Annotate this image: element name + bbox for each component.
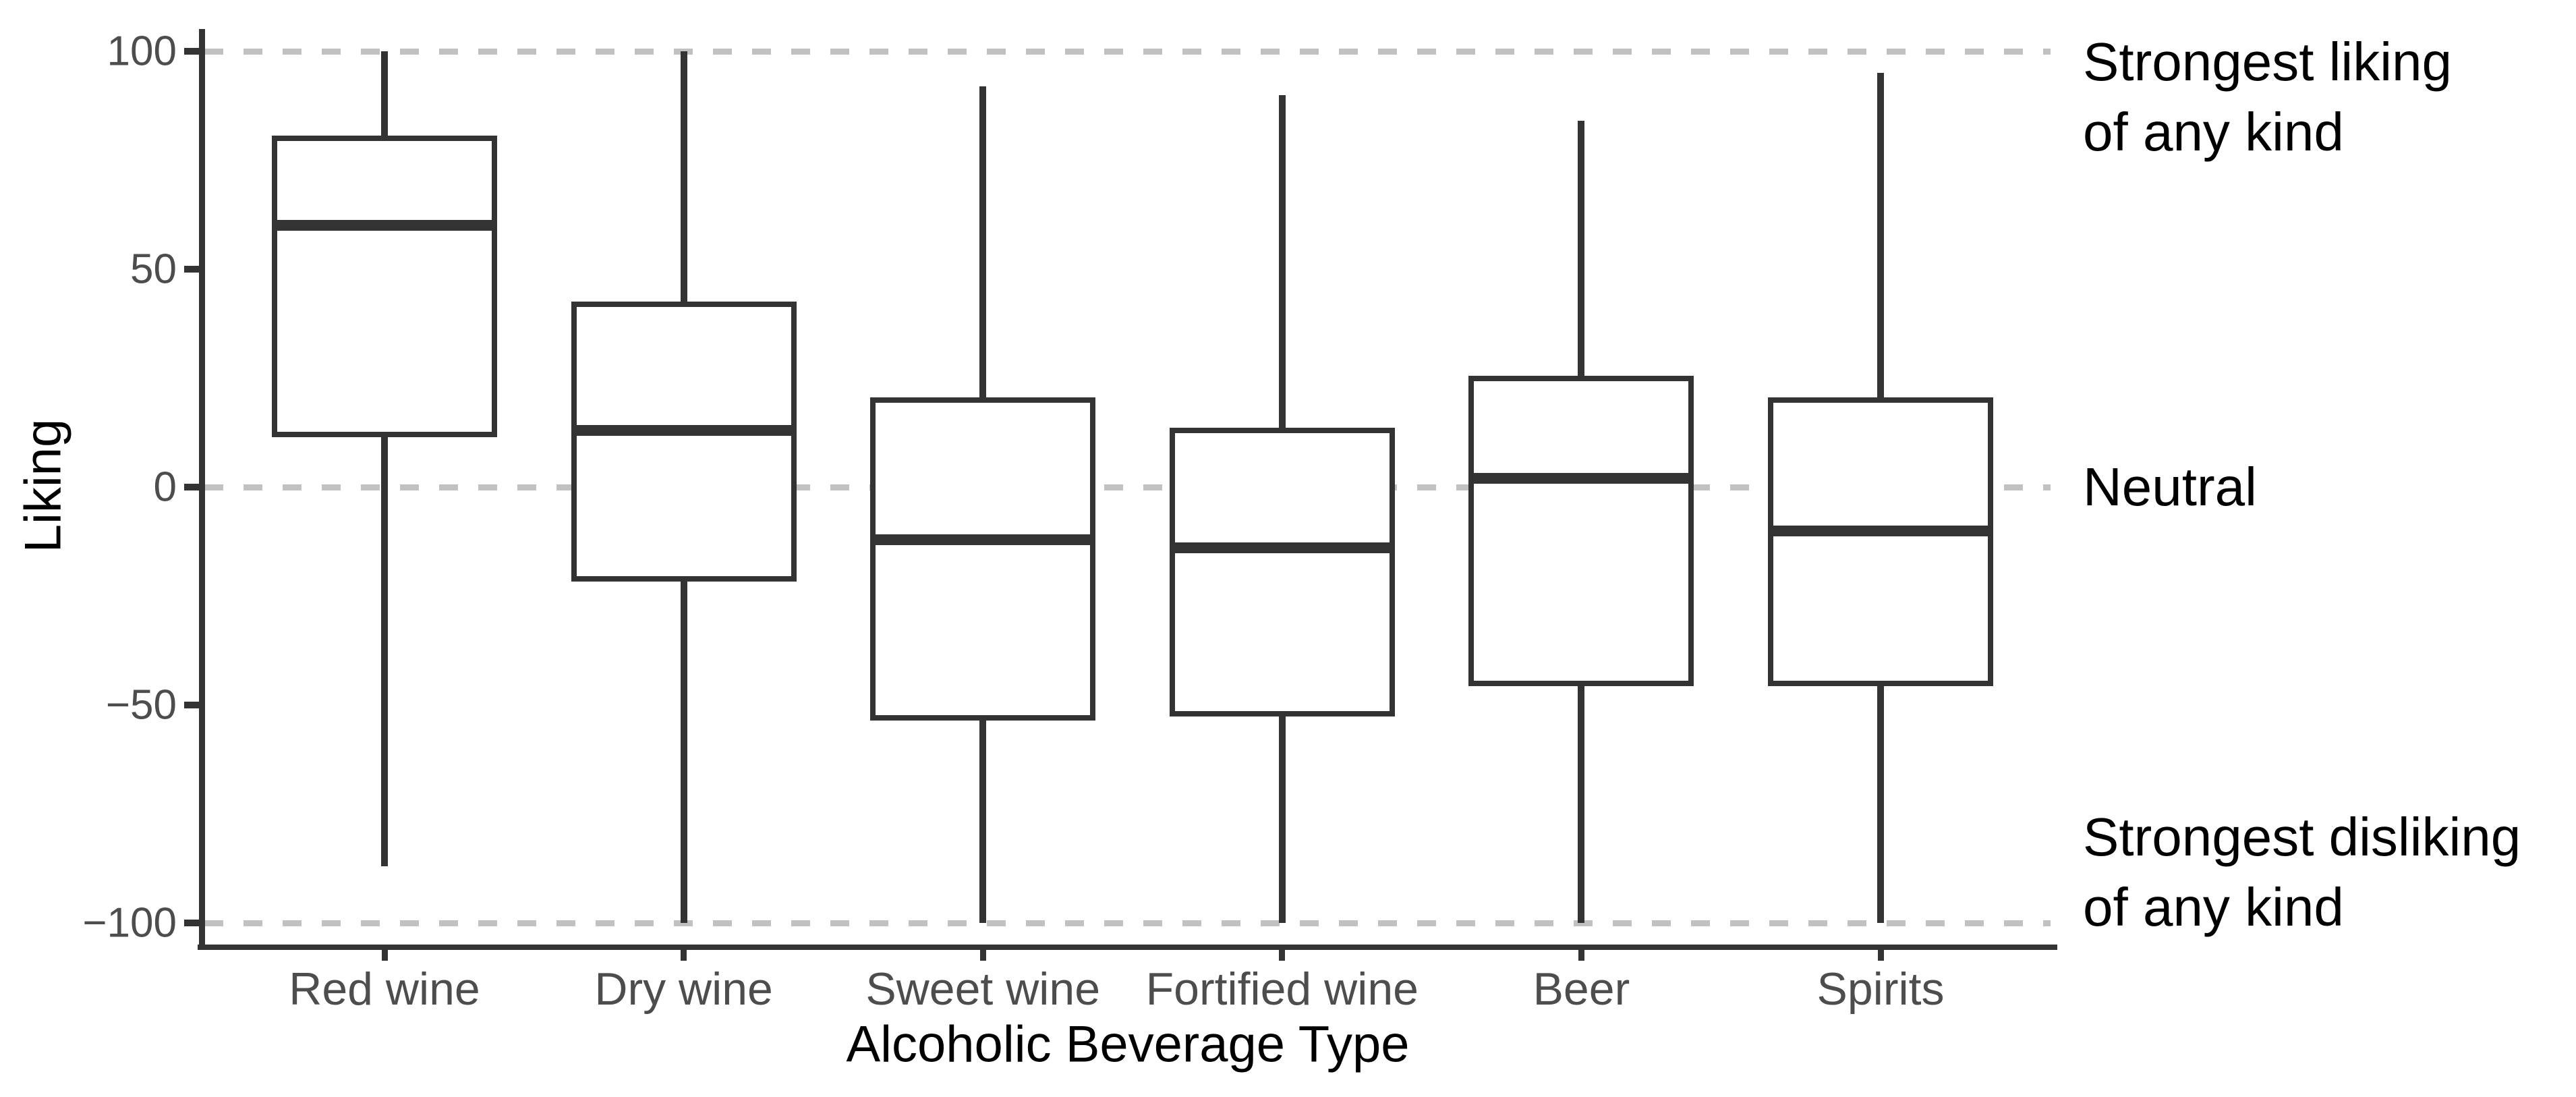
x-tick-label-dry-wine: Dry wine	[594, 963, 773, 1015]
whisker-lower-beer	[1578, 679, 1585, 923]
y-tick--50	[184, 702, 199, 708]
median-sweet-wine	[870, 534, 1096, 545]
annotation-neutral: Neutral	[2083, 452, 2257, 522]
y-tick-label--50: −50	[105, 681, 177, 729]
x-axis-title: Alcoholic Beverage Type	[846, 1015, 1410, 1073]
y-tick-label-50: 50	[130, 246, 177, 293]
whisker-upper-spirits	[1877, 73, 1884, 404]
x-tick-dry-wine	[681, 950, 687, 961]
y-tick--100	[184, 920, 199, 926]
annotation-line: of any kind	[2083, 102, 2344, 162]
annotation-line: of any kind	[2083, 877, 2344, 937]
whisker-lower-sweet-wine	[979, 714, 987, 923]
median-spirits	[1768, 525, 1993, 536]
whisker-lower-dry-wine	[680, 574, 687, 923]
whisker-upper-red-wine	[381, 51, 388, 143]
box-spirits	[1768, 397, 1993, 686]
median-dry-wine	[571, 425, 797, 437]
box-red-wine	[272, 136, 497, 438]
y-tick-100	[184, 48, 199, 55]
whisker-lower-spirits	[1877, 679, 1884, 923]
y-axis-line	[199, 29, 205, 950]
x-tick-fortified-wine	[1279, 950, 1286, 961]
annotation-strongest-disliking-of-any-kind: Strongest disliking of any kind	[2083, 802, 2521, 943]
x-tick-label-sweet-wine: Sweet wine	[865, 963, 1101, 1015]
whisker-lower-fortified-wine	[1278, 709, 1286, 923]
x-tick-spirits	[1877, 950, 1884, 961]
x-tick-beer	[1578, 950, 1584, 961]
reference-line--100	[204, 920, 2051, 926]
x-tick-label-red-wine: Red wine	[289, 963, 480, 1015]
whisker-upper-beer	[1578, 121, 1585, 383]
reference-line-100	[204, 48, 2051, 55]
x-tick-label-fortified-wine: Fortified wine	[1145, 963, 1419, 1015]
box-beer	[1468, 375, 1694, 686]
y-tick-50	[184, 266, 199, 273]
whisker-upper-sweet-wine	[979, 86, 987, 404]
x-tick-label-spirits: Spirits	[1816, 963, 1945, 1015]
annotation-strongest-liking-of-any-kind: Strongest liking of any kind	[2083, 27, 2452, 167]
x-tick-sweet-wine	[979, 950, 986, 961]
whisker-upper-fortified-wine	[1278, 94, 1286, 434]
annotation-line: Strongest disliking	[2083, 807, 2521, 867]
y-tick-label-0: 0	[153, 463, 177, 511]
box-dry-wine	[571, 301, 797, 582]
annotation-line: Neutral	[2083, 457, 2257, 517]
x-tick-red-wine	[381, 950, 388, 961]
median-red-wine	[272, 220, 497, 231]
whisker-upper-dry-wine	[680, 51, 687, 308]
reference-line-0	[204, 484, 2051, 490]
y-tick-label-100: 100	[107, 28, 177, 75]
annotation-line: Strongest liking	[2083, 32, 2452, 92]
x-axis-line	[198, 945, 2057, 950]
whisker-lower-red-wine	[381, 430, 388, 866]
box-sweet-wine	[870, 397, 1096, 721]
x-tick-label-beer: Beer	[1533, 963, 1630, 1015]
median-beer	[1468, 473, 1694, 484]
y-tick-0	[184, 484, 199, 490]
y-tick-label--100: −100	[82, 899, 177, 947]
median-fortified-wine	[1169, 542, 1395, 554]
box-fortified-wine	[1169, 428, 1395, 716]
